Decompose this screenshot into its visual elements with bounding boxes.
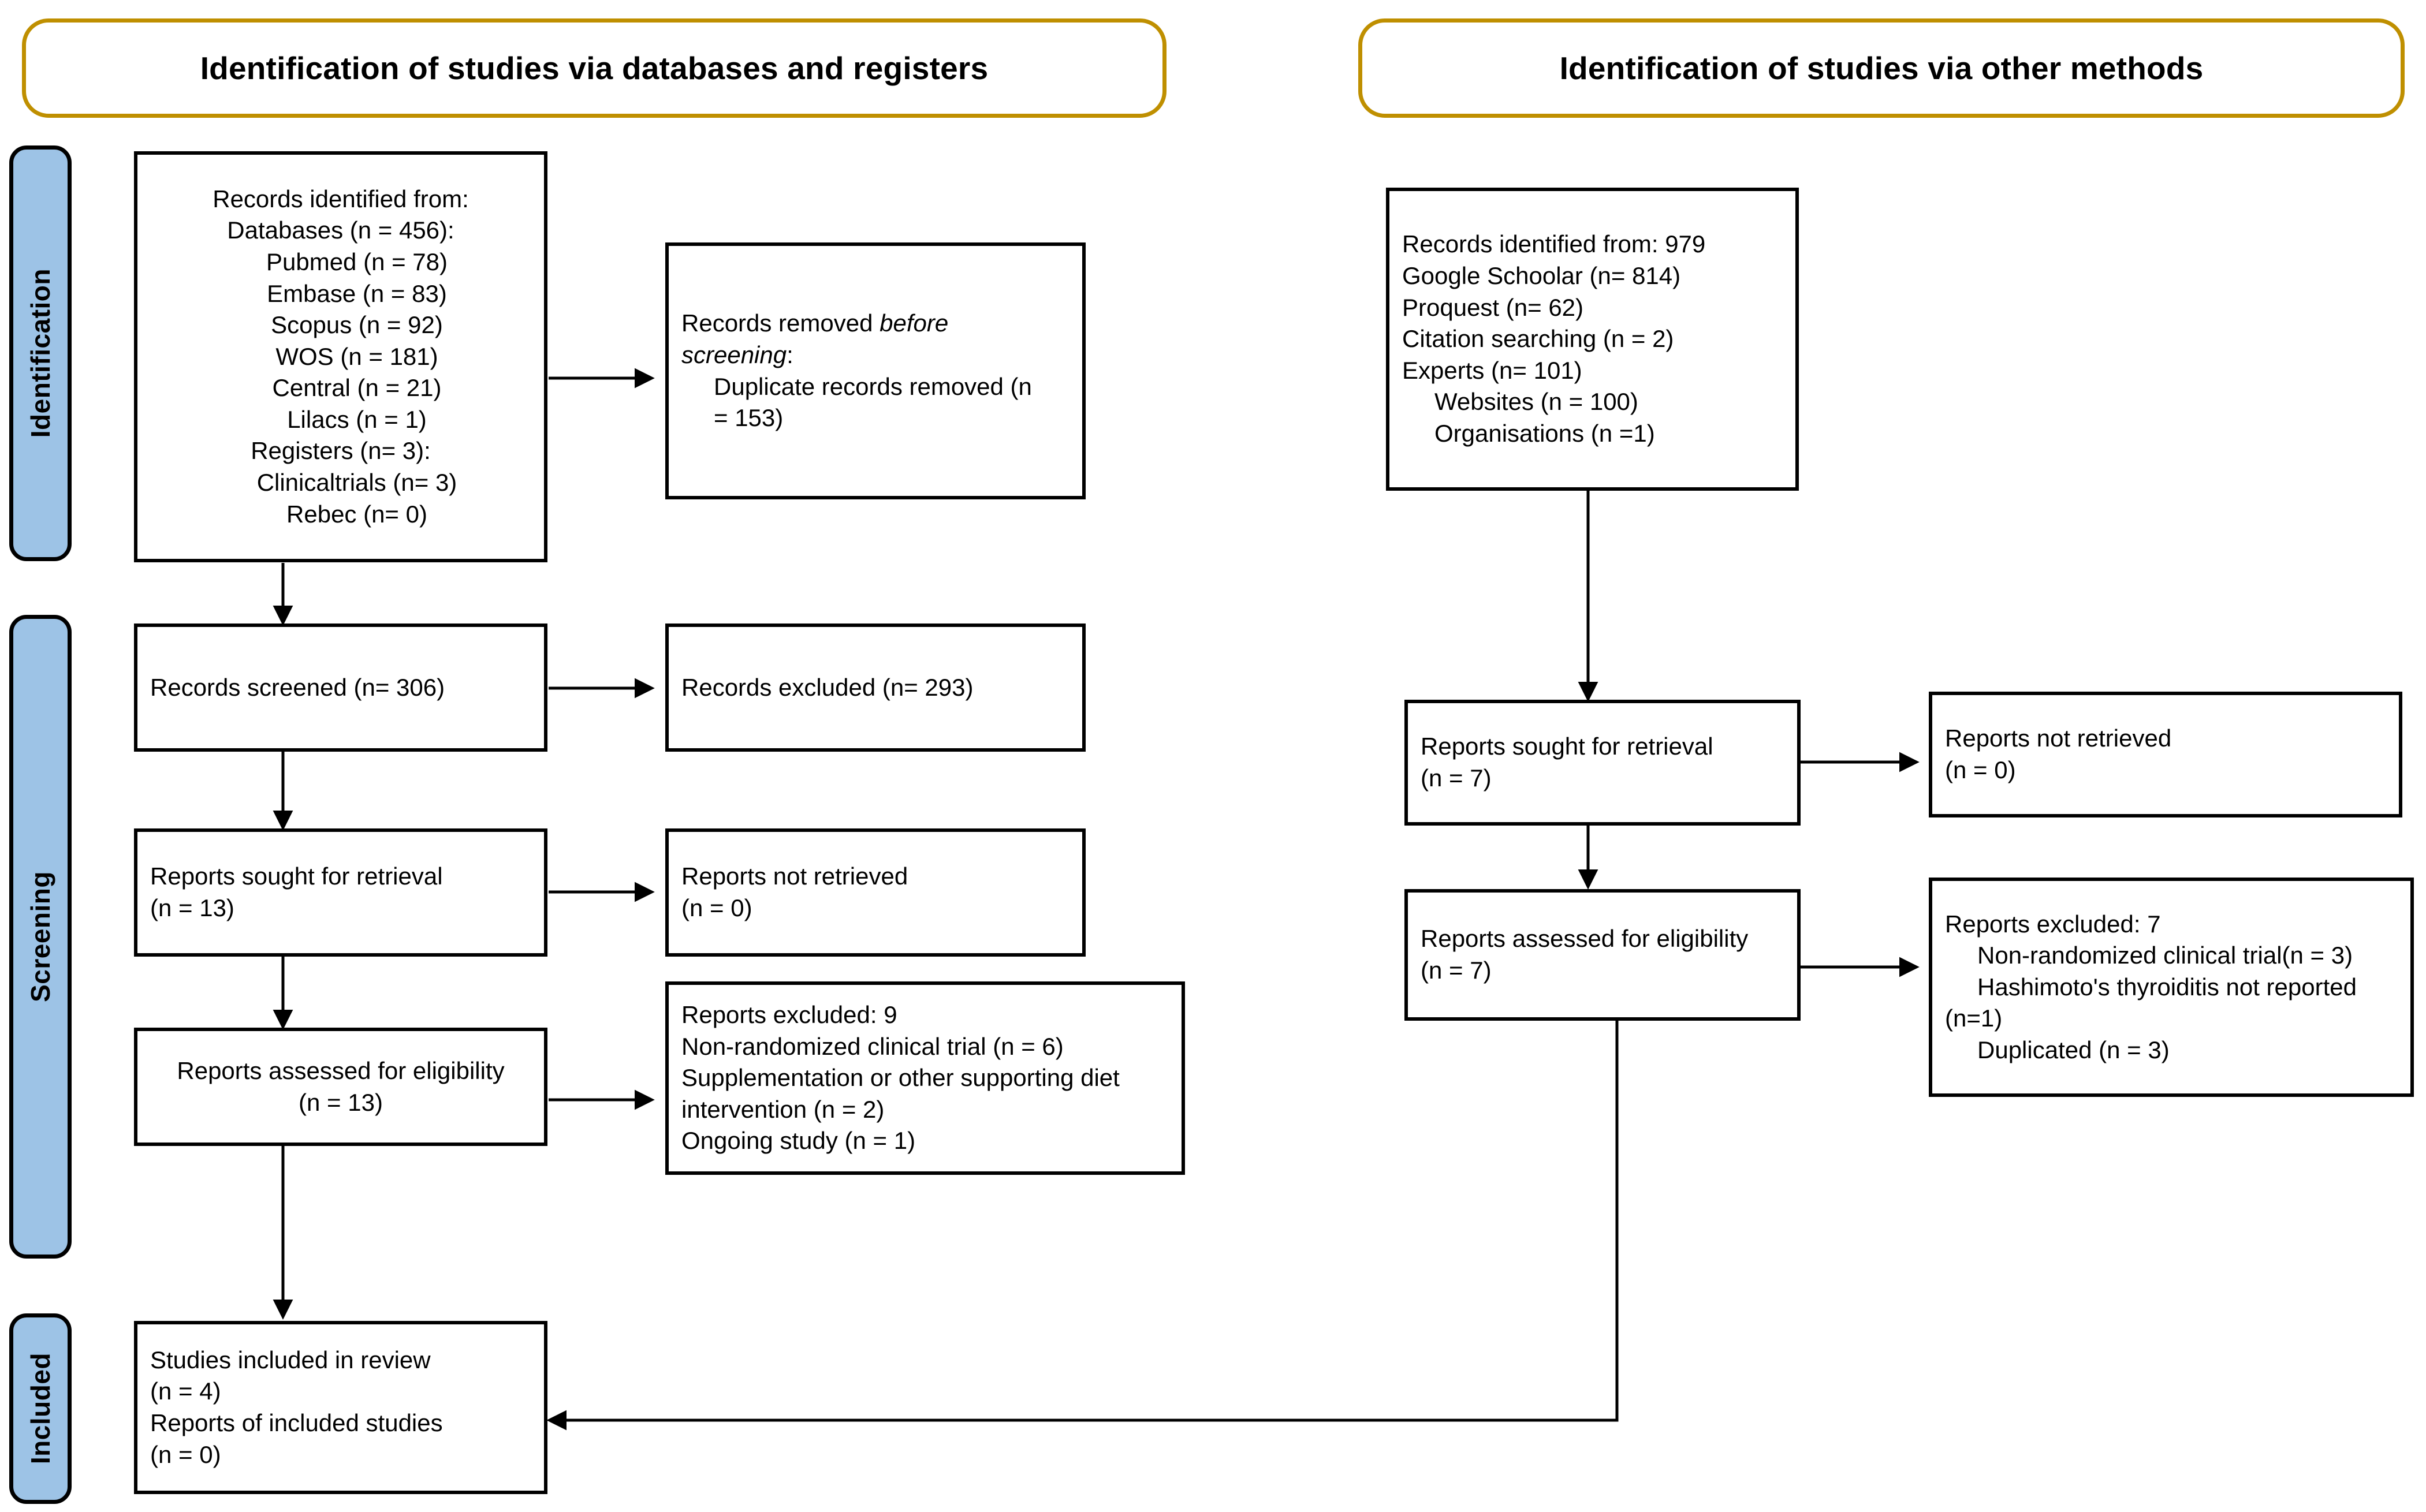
box-reports-not-retrieved-other-lines: Reports not retrieved (n = 0) xyxy=(1932,723,2399,786)
line: (n=1) xyxy=(1945,1005,2003,1032)
line: (n = 4) xyxy=(150,1377,221,1405)
line: Embase (n = 83) xyxy=(267,279,447,307)
line: WOS (n = 181) xyxy=(275,342,438,370)
line: Google Schoolar (n= 814) xyxy=(1402,262,1681,290)
box-records-removed-before-screening: Records removed before screening: Duplic… xyxy=(665,242,1086,499)
line: (n = 13) xyxy=(299,1088,383,1116)
line: Citation searching (n = 2) xyxy=(1402,325,1674,353)
line: Records identified from: xyxy=(213,185,469,212)
line: (n = 0) xyxy=(150,1440,221,1468)
line: Reports excluded: 7 xyxy=(1945,910,2161,938)
box-reports-excluded-other-lines: Reports excluded: 7 Non-randomized clini… xyxy=(1932,909,2410,1066)
line: Pubmed (n = 78) xyxy=(266,248,448,275)
box-reports-assessed-other: Reports assessed for eligibility (n = 7) xyxy=(1404,889,1801,1021)
box-reports-sought-databases-lines: Reports sought for retrieval (n = 13) xyxy=(137,861,544,924)
box-reports-sought-other-lines: Reports sought for retrieval (n = 7) xyxy=(1408,731,1797,794)
line: Reports not retrieved xyxy=(1945,725,2172,752)
box-reports-not-retrieved-databases: Reports not retrieved (n = 0) xyxy=(665,828,1086,957)
box-records-excluded-lines: Records excluded (n= 293) xyxy=(669,672,1082,704)
box-reports-assessed-databases-lines: Reports assessed for eligibility (n = 13… xyxy=(137,1055,544,1118)
line: Reports sought for retrieval xyxy=(1421,733,1713,760)
line: Reports assessed for eligibility xyxy=(1421,925,1749,953)
line: Lilacs (n = 1) xyxy=(287,405,427,433)
line: intervention (n = 2) xyxy=(681,1095,885,1123)
line: Central (n = 21) xyxy=(272,374,442,402)
header-other-methods: Identification of studies via other meth… xyxy=(1358,18,2405,118)
stage-screening-label: Screening xyxy=(25,871,55,1002)
stage-screening: Screening xyxy=(9,615,72,1259)
stage-identification-label: Identification xyxy=(25,268,55,438)
box-reports-assessed-other-lines: Reports assessed for eligibility (n = 7) xyxy=(1408,923,1797,986)
box-records-identified-other-lines: Records identified from: 979 Google Scho… xyxy=(1389,229,1795,449)
line: Databases (n = 456): xyxy=(227,216,454,244)
line: Non-randomized clinical trial (n = 6) xyxy=(681,1032,1064,1060)
box-records-excluded: Records excluded (n= 293) xyxy=(665,624,1086,752)
line: Proquest (n= 62) xyxy=(1402,293,1584,321)
box-records-identified-databases: Records identified from: Databases (n = … xyxy=(134,151,547,562)
line: Organisations (n =1) xyxy=(1434,419,1655,447)
line: Registers (n= 3): xyxy=(251,437,431,465)
line: Reports assessed for eligibility xyxy=(177,1056,505,1084)
box-studies-included: Studies included in review (n = 4) Repor… xyxy=(134,1321,547,1494)
line: Hashimoto's thyroiditis not reported xyxy=(1977,973,2357,1000)
line: screening: xyxy=(681,339,1069,371)
box-reports-excluded-databases-lines: Reports excluded: 9 Non-randomized clini… xyxy=(669,999,1182,1157)
stage-identification: Identification xyxy=(9,145,72,561)
line: Rebec (n= 0) xyxy=(286,500,427,528)
line: Experts (n= 101) xyxy=(1402,356,1582,384)
box-reports-excluded-other: Reports excluded: 7 Non-randomized clini… xyxy=(1929,878,2414,1097)
line: Reports of included studies xyxy=(150,1409,443,1436)
box-reports-excluded-databases: Reports excluded: 9 Non-randomized clini… xyxy=(665,981,1185,1175)
box-records-removed-lines: Records removed before screening: Duplic… xyxy=(669,308,1082,434)
header-other-label: Identification of studies via other meth… xyxy=(1559,50,2204,86)
header-databases-label: Identification of studies via databases … xyxy=(200,50,989,86)
line: Reports excluded: 9 xyxy=(681,1001,897,1029)
line-text: : xyxy=(787,341,793,368)
line: Records screened (n= 306) xyxy=(150,673,445,701)
box-reports-not-retrieved-databases-lines: Reports not retrieved (n = 0) xyxy=(669,861,1082,924)
line: Records identified from: 979 xyxy=(1402,230,1706,258)
box-reports-sought-other: Reports sought for retrieval (n = 7) xyxy=(1404,700,1801,826)
line: Duplicated (n = 3) xyxy=(1977,1036,2170,1063)
line: (n = 7) xyxy=(1421,764,1492,792)
line: (n = 7) xyxy=(1421,957,1492,984)
line: Ongoing study (n = 1) xyxy=(681,1127,916,1155)
line: (n = 0) xyxy=(681,894,752,921)
line: Records excluded (n= 293) xyxy=(681,673,974,701)
box-studies-included-lines: Studies included in review (n = 4) Repor… xyxy=(137,1345,544,1470)
line-text: Records removed xyxy=(681,309,880,337)
line: Supplementation or other supporting diet xyxy=(681,1064,1120,1092)
stage-included-label: Included xyxy=(25,1353,55,1465)
box-records-identified-databases-lines: Records identified from: Databases (n = … xyxy=(137,184,544,531)
box-records-screened-lines: Records screened (n= 306) xyxy=(137,672,544,704)
line: Websites (n = 100) xyxy=(1434,388,1638,416)
header-databases-registers: Identification of studies via databases … xyxy=(22,18,1167,118)
box-records-screened: Records screened (n= 306) xyxy=(134,624,547,752)
line-italic: screening xyxy=(681,341,787,368)
line: Reports not retrieved xyxy=(681,863,908,890)
stage-included: Included xyxy=(9,1313,72,1504)
line: Clinicaltrials (n= 3) xyxy=(256,469,457,496)
line: (n = 13) xyxy=(150,894,234,921)
line: Studies included in review xyxy=(150,1346,431,1373)
box-records-identified-other: Records identified from: 979 Google Scho… xyxy=(1386,188,1799,491)
line: Non-randomized clinical trial(n = 3) xyxy=(1977,942,2353,969)
box-reports-not-retrieved-other: Reports not retrieved (n = 0) xyxy=(1929,692,2402,817)
line: (n = 0) xyxy=(1945,756,2016,783)
box-reports-assessed-databases: Reports assessed for eligibility (n = 13… xyxy=(134,1028,547,1146)
box-reports-sought-databases: Reports sought for retrieval (n = 13) xyxy=(134,828,547,957)
line-italic: before xyxy=(880,309,949,337)
line: = 153) xyxy=(714,404,784,432)
line: Duplicate records removed (n xyxy=(714,372,1032,400)
line: Scopus (n = 92) xyxy=(271,311,443,339)
line: Reports sought for retrieval xyxy=(150,863,443,890)
line: Records removed before xyxy=(681,308,1069,339)
